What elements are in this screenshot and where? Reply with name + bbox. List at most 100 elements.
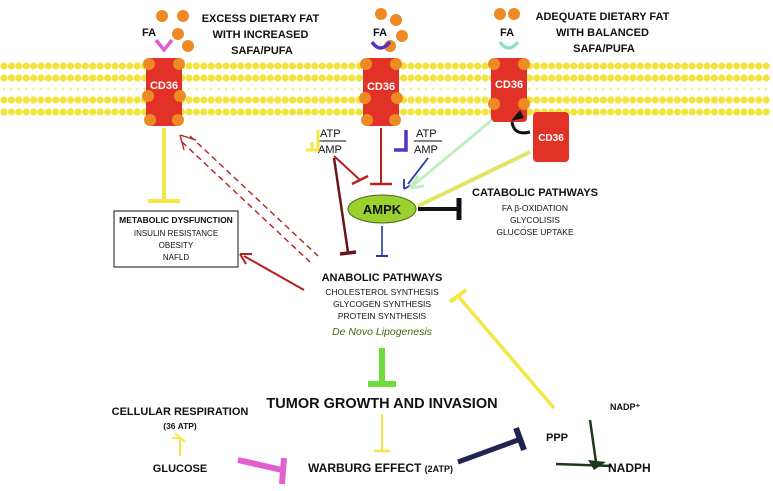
membrane-bead bbox=[0, 62, 8, 70]
cd36-body bbox=[533, 112, 569, 162]
membrane-tail bbox=[653, 87, 657, 91]
atp-amp-ratio-right: ATP AMP bbox=[414, 128, 442, 156]
membrane-bead bbox=[636, 96, 645, 104]
membrane-bead bbox=[104, 96, 112, 104]
membrane-bead bbox=[96, 74, 104, 82]
membrane-bead bbox=[311, 108, 319, 116]
cd36-internalized: CD36 bbox=[533, 112, 569, 162]
membrane-bead bbox=[311, 74, 319, 82]
membrane-bead bbox=[607, 62, 615, 70]
membrane-bead bbox=[629, 108, 637, 116]
membrane-bead bbox=[200, 108, 208, 116]
membrane-bead bbox=[400, 108, 408, 116]
membrane-bead bbox=[725, 108, 733, 116]
catabolic-item-1: FA β-OXIDATION bbox=[502, 203, 568, 213]
membrane-bead bbox=[570, 62, 578, 70]
membrane-bead bbox=[437, 96, 445, 104]
nadph-label: NADPH bbox=[608, 461, 651, 475]
membrane-bead bbox=[762, 74, 770, 82]
nadp-label: NADP⁺ bbox=[610, 402, 641, 412]
membrane-bead bbox=[266, 96, 274, 104]
membrane-bead bbox=[274, 62, 282, 70]
membrane-tail bbox=[476, 87, 479, 91]
membrane-tail bbox=[202, 87, 206, 91]
membrane-tail bbox=[39, 87, 43, 91]
membrane-bead bbox=[681, 108, 689, 116]
membrane-bead bbox=[274, 108, 282, 116]
membrane-bead bbox=[81, 74, 89, 82]
membrane-bead bbox=[44, 74, 53, 82]
membrane-bead bbox=[673, 62, 682, 70]
adequate-fat-label: ADEQUATE DIETARY FAT WITH BALANCED SAFA/… bbox=[536, 11, 673, 55]
membrane-tail bbox=[113, 87, 117, 91]
membrane-tail bbox=[32, 87, 35, 91]
membrane-bead bbox=[651, 108, 659, 116]
membrane-bead bbox=[659, 74, 667, 82]
membrane-tail bbox=[624, 87, 627, 91]
membrane-bead bbox=[52, 96, 60, 104]
membrane-bead bbox=[540, 96, 548, 104]
membrane-bead bbox=[548, 62, 556, 70]
cd36-right-to-ampk-yellow bbox=[417, 150, 531, 208]
membrane-bead bbox=[451, 74, 459, 82]
membrane-bead bbox=[215, 62, 223, 70]
membrane-bead bbox=[133, 74, 141, 82]
membrane-bead bbox=[111, 74, 119, 82]
membrane-tail bbox=[10, 87, 13, 91]
membrane-tail bbox=[232, 87, 235, 91]
nadph-base-line bbox=[555, 462, 613, 468]
membrane-tail bbox=[217, 87, 221, 91]
membrane-bead bbox=[400, 74, 408, 82]
membrane-bead bbox=[252, 108, 260, 116]
membrane-bead bbox=[614, 108, 622, 116]
membrane-bead bbox=[252, 62, 260, 70]
cd36-bead bbox=[359, 92, 371, 104]
membrane-bead bbox=[52, 108, 60, 116]
fa-label-right: FA bbox=[500, 27, 514, 39]
membrane-bead bbox=[747, 74, 756, 82]
membrane-bead bbox=[525, 74, 534, 82]
membrane-tail bbox=[631, 87, 635, 91]
membrane-bead bbox=[688, 108, 696, 116]
atp-amp-right-to-ampk bbox=[407, 157, 429, 185]
membrane-bead bbox=[333, 62, 341, 70]
membrane-bead bbox=[118, 96, 126, 104]
membrane-bead bbox=[326, 96, 334, 104]
membrane-bead bbox=[622, 96, 630, 104]
fa-label-left: FA bbox=[142, 27, 156, 39]
membrane-bead bbox=[133, 108, 141, 116]
membrane-tail bbox=[439, 87, 442, 91]
fa-cluster-right: FA bbox=[494, 8, 520, 50]
membrane-bead bbox=[200, 74, 208, 82]
membrane-tail bbox=[461, 87, 465, 91]
membrane-bead bbox=[215, 96, 223, 104]
membrane-bead bbox=[252, 96, 260, 104]
membrane-tail bbox=[483, 87, 487, 91]
membrane-tail bbox=[298, 87, 302, 91]
membrane-bead bbox=[451, 62, 459, 70]
atp-label: ATP bbox=[320, 128, 341, 140]
membrane-tail bbox=[239, 87, 243, 91]
cd36-bead bbox=[488, 58, 500, 70]
membrane-tail bbox=[742, 87, 746, 91]
membrane-bead bbox=[185, 74, 193, 82]
membrane-tail bbox=[454, 87, 457, 91]
membrane-tail bbox=[306, 87, 309, 91]
membrane-bead bbox=[481, 108, 489, 116]
membrane-bead bbox=[37, 96, 45, 104]
membrane-bead bbox=[207, 96, 215, 104]
membrane-bead bbox=[696, 62, 704, 70]
membrane-bead bbox=[740, 96, 748, 104]
membrane-bead bbox=[451, 108, 459, 116]
membrane-tail bbox=[609, 87, 613, 91]
membrane-bead bbox=[96, 108, 104, 116]
membrane-bead bbox=[629, 62, 637, 70]
membrane-bead bbox=[681, 96, 689, 104]
membrane-bead bbox=[725, 74, 733, 82]
membrane-bead bbox=[533, 96, 541, 104]
membrane-bead bbox=[659, 108, 667, 116]
membrane-tail bbox=[328, 87, 331, 91]
membrane-bead bbox=[533, 62, 541, 70]
membrane-bead bbox=[407, 108, 415, 116]
membrane-tail bbox=[276, 87, 280, 91]
